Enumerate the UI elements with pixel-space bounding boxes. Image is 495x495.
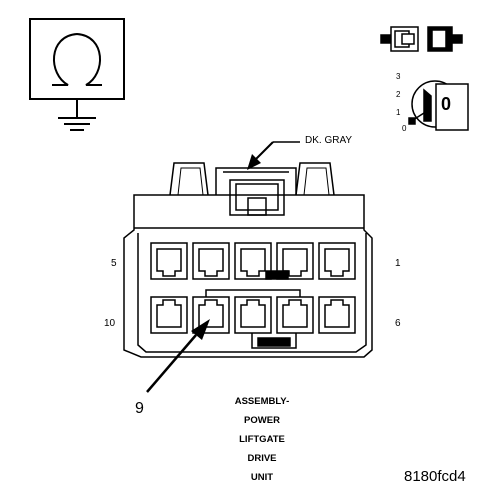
ignition-position-0: 0 <box>402 124 407 133</box>
cavity-8 <box>234 296 272 334</box>
bottom-row-cavities <box>150 289 356 349</box>
ignition-position-2: 2 <box>396 90 401 99</box>
caption-line-4: DRIVE <box>247 453 277 464</box>
wire-color-label: DK. GRAY <box>305 135 353 146</box>
ohmmeter-icon <box>29 18 125 131</box>
figure-id: 8180fcd4 <box>404 468 466 485</box>
caption-line-2: POWER <box>244 415 280 426</box>
cavity-3 <box>234 242 272 280</box>
caption-line-1: ASSEMBLY- <box>234 396 290 407</box>
ignition-position-3: 3 <box>396 72 401 81</box>
cavity-10 <box>150 296 188 334</box>
cavity-4 <box>192 242 230 280</box>
cavity-9 <box>192 296 230 334</box>
top-row-cavities <box>150 242 356 280</box>
cavity-1 <box>318 242 356 280</box>
cavity-7 <box>276 296 314 334</box>
ignition-position-1: 1 <box>396 108 401 117</box>
pin-label-5: 5 <box>111 258 117 269</box>
top-row-key <box>265 270 289 280</box>
pin-label-10: 10 <box>104 318 116 329</box>
callout-pin-number: 9 <box>135 400 144 417</box>
cavity-5 <box>150 242 188 280</box>
ignition-key-letter: 0 <box>441 94 452 114</box>
ignition-key-icon <box>408 80 469 131</box>
pin-label-6: 6 <box>395 318 401 329</box>
connector-body <box>123 162 373 358</box>
wire-callout-arrow <box>247 141 300 170</box>
caption-line-5: UNIT <box>250 472 274 483</box>
cavity-6 <box>318 296 356 334</box>
pin-9-callout-arrow <box>146 319 210 393</box>
bottom-row-key <box>257 337 291 347</box>
pin-label-1: 1 <box>395 258 401 269</box>
caption-line-3: LIFTGATE <box>239 434 285 445</box>
connector-disconnect-icon <box>380 26 463 52</box>
